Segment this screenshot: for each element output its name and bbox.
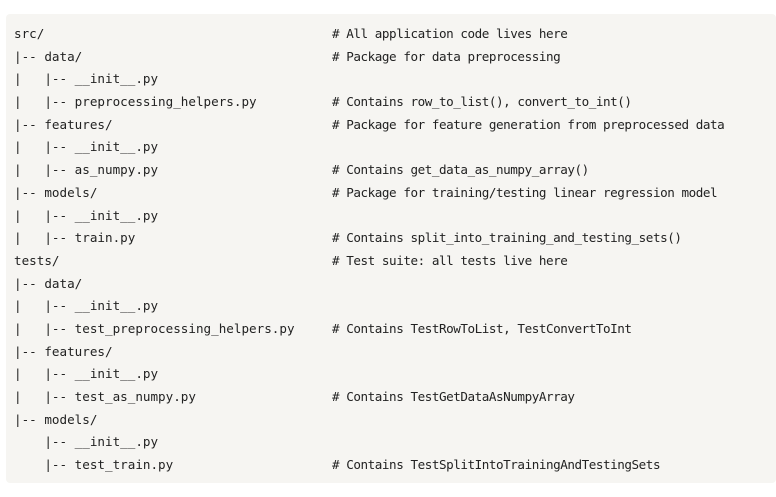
code-line: | |-- __init__.py xyxy=(6,205,776,228)
tree-path: tests/ xyxy=(14,252,60,268)
tree-path: |-- data/ xyxy=(14,275,83,291)
tree-path: | |-- __init__.py xyxy=(14,207,159,223)
tree-path: | |-- preprocessing_helpers.py xyxy=(14,94,257,110)
tree-comment: # Contains row_to_list(), convert_to_int… xyxy=(332,94,632,110)
tree-path: |-- test_train.py xyxy=(14,457,174,473)
tree-path: |-- features/ xyxy=(14,343,113,359)
code-line: | |-- as_numpy.py # Contains get_data_as_… xyxy=(6,159,776,182)
tree-path: | |-- __init__.py xyxy=(14,298,159,314)
code-line: |-- data/ xyxy=(6,273,776,296)
code-block: src/ # All application code lives here |-… xyxy=(6,14,776,483)
tree-comment: # Contains get_data_as_numpy_array() xyxy=(332,162,589,178)
code-line: | |-- __init__.py xyxy=(6,363,776,386)
tree-path: |-- models/ xyxy=(14,184,98,200)
code-line: |-- data/ # Package for data preprocessin… xyxy=(6,46,776,69)
tree-comment: # Contains TestSplitIntoTrainingAndTesti… xyxy=(332,457,661,473)
code-line: tests/ # Test suite: all tests live here xyxy=(6,250,776,273)
code-line: |-- features/ xyxy=(6,341,776,364)
tree-path: | |-- test_as_numpy.py xyxy=(14,389,196,404)
tree-comment: # All application code lives here xyxy=(332,26,568,41)
code-line: | |-- __init__.py xyxy=(6,136,776,159)
tree-comment: # Contains split_into_training_and_testi… xyxy=(332,230,682,246)
tree-comment: # Package for feature generation from pr… xyxy=(332,116,725,132)
code-line: | |-- test_preprocessing_helpers.py # Con… xyxy=(6,318,776,341)
code-line: | |-- preprocessing_helpers.py # Contains… xyxy=(6,91,776,114)
tree-path: |-- __init__.py xyxy=(14,434,159,450)
tree-path: |-- features/ xyxy=(14,116,113,132)
tree-comment: # Package for training/testing linear re… xyxy=(332,184,718,200)
tree-path: | |-- __init__.py xyxy=(14,71,159,87)
tree-path: | |-- test_preprocessing_helpers.py xyxy=(14,320,295,336)
tree-comment: # Contains TestRowToList, TestConvertToI… xyxy=(332,320,632,336)
code-line: | |-- __init__.py xyxy=(6,295,776,318)
tree-comment: # Test suite: all tests live here xyxy=(332,252,568,268)
code-line: src/ # All application code lives here xyxy=(6,23,776,46)
code-line: |-- __init__.py xyxy=(6,431,776,454)
tree-path: | |-- __init__.py xyxy=(14,366,159,382)
code-line: |-- test_train.py # Contains TestSplitInt… xyxy=(6,454,776,477)
tree-path: | |-- train.py xyxy=(14,230,136,246)
tree-path: | |-- as_numpy.py xyxy=(14,162,159,178)
code-line: |-- models/ # Package for training/testin… xyxy=(6,182,776,205)
code-line: | |-- train.py # Contains split_into_trai… xyxy=(6,227,776,250)
tree-comment: # Contains TestGetDataAsNumpyArray xyxy=(332,389,575,404)
tree-comment: # Package for data preprocessing xyxy=(332,48,561,64)
tree-path: | |-- __init__.py xyxy=(14,139,159,155)
code-line: | |-- test_as_numpy.py # Contains TestGet… xyxy=(6,386,776,409)
tree-path: src/ xyxy=(14,26,45,41)
code-line: |-- features/ # Package for feature gener… xyxy=(6,114,776,137)
code-line: |-- models/ xyxy=(6,409,776,432)
tree-path: |-- data/ xyxy=(14,48,83,64)
code-line: | |-- __init__.py xyxy=(6,68,776,91)
tree-path: |-- models/ xyxy=(14,411,98,427)
